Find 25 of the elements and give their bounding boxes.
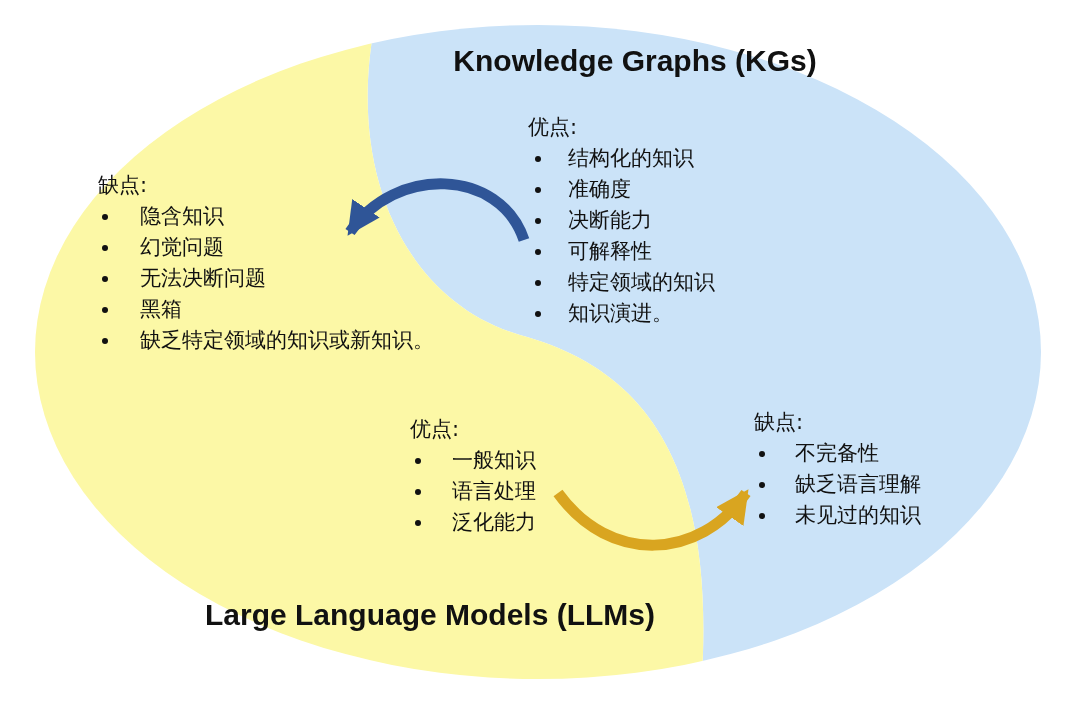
list-item: 隐含知识 <box>140 203 224 230</box>
list-item: 缺乏语言理解 <box>795 471 921 498</box>
list-item: 泛化能力 <box>452 509 536 536</box>
list-item: 决断能力 <box>568 207 652 234</box>
list-heading: 优点: <box>410 416 460 443</box>
region-title: Knowledge Graphs (KGs) <box>453 44 817 78</box>
curved-arrow <box>553 489 751 551</box>
curved-arrow <box>345 178 529 243</box>
list-heading: 缺点: <box>754 409 804 436</box>
list-item: 准确度 <box>568 176 631 203</box>
list-item: 一般知识 <box>452 447 536 474</box>
list-heading: 优点: <box>528 114 578 141</box>
list-item: 结构化的知识 <box>568 145 694 172</box>
list-item: 语言处理 <box>452 478 536 505</box>
list-item: 知识演进。 <box>568 300 673 327</box>
list-item: 无法决断问题 <box>140 265 266 292</box>
list-item: 特定领域的知识 <box>568 269 715 296</box>
list-item: 缺乏特定领域的知识或新知识。 <box>140 327 434 354</box>
list-item: 幻觉问题 <box>140 234 224 261</box>
list-item: 黑箱 <box>140 296 182 323</box>
list-heading: 缺点: <box>98 172 148 199</box>
list-item: 可解释性 <box>568 238 652 265</box>
list-item: 未见过的知识 <box>795 502 921 529</box>
list-item: 不完备性 <box>795 440 879 467</box>
region-title: Large Language Models (LLMs) <box>205 598 655 632</box>
